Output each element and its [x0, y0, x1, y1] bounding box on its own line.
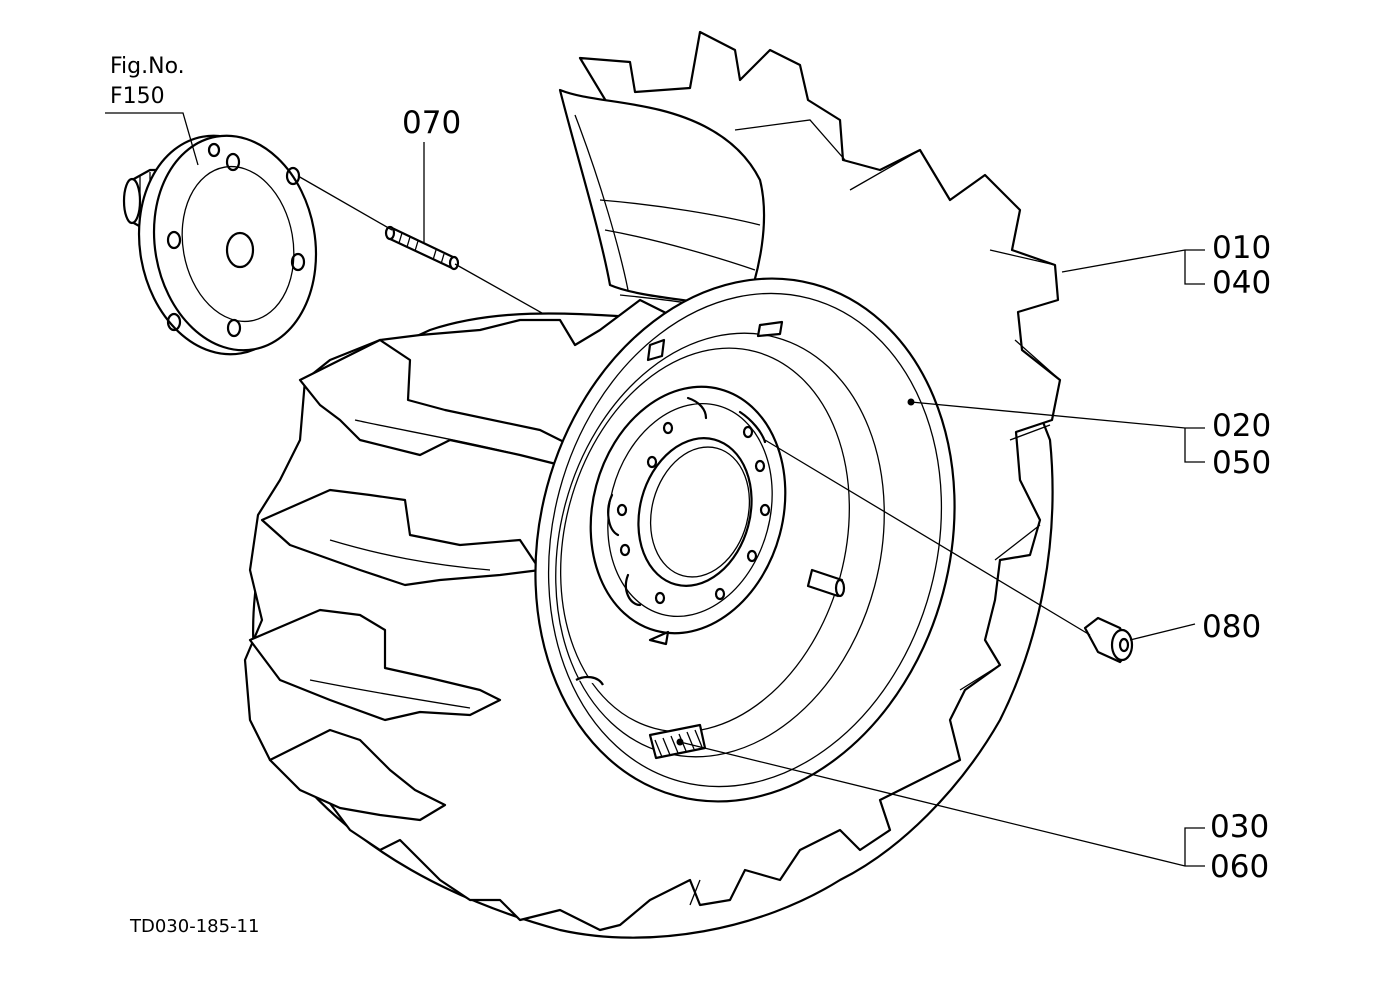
- lug-nut[interactable]: [1083, 616, 1134, 664]
- wheel-rim[interactable]: [478, 231, 1011, 849]
- leader-030: [1184, 827, 1205, 866]
- fig-no-leader: [105, 112, 199, 166]
- assembly-line-1: [297, 175, 393, 231]
- callout-050[interactable]: 050: [1212, 445, 1272, 481]
- assembly-line-3: [764, 439, 1091, 636]
- fig-no-label: Fig.No.: [110, 54, 185, 79]
- leader-010: [1061, 249, 1205, 273]
- callout-010[interactable]: 010: [1212, 230, 1272, 266]
- fig-no-value[interactable]: F150: [110, 84, 165, 109]
- leader-050: [1184, 428, 1205, 463]
- leader-080: [1129, 623, 1196, 641]
- hub-flange[interactable]: [122, 122, 332, 367]
- leader-040: [1184, 250, 1205, 285]
- stud-bolt[interactable]: [384, 225, 460, 271]
- callout-070[interactable]: 070: [402, 105, 462, 141]
- callout-060[interactable]: 060: [1210, 849, 1270, 885]
- callout-020[interactable]: 020: [1212, 408, 1272, 444]
- callout-040[interactable]: 040: [1212, 265, 1272, 301]
- callout-030[interactable]: 030: [1210, 809, 1270, 845]
- drawing-id: TD030-185-11: [130, 916, 260, 937]
- callout-080[interactable]: 080: [1202, 609, 1262, 645]
